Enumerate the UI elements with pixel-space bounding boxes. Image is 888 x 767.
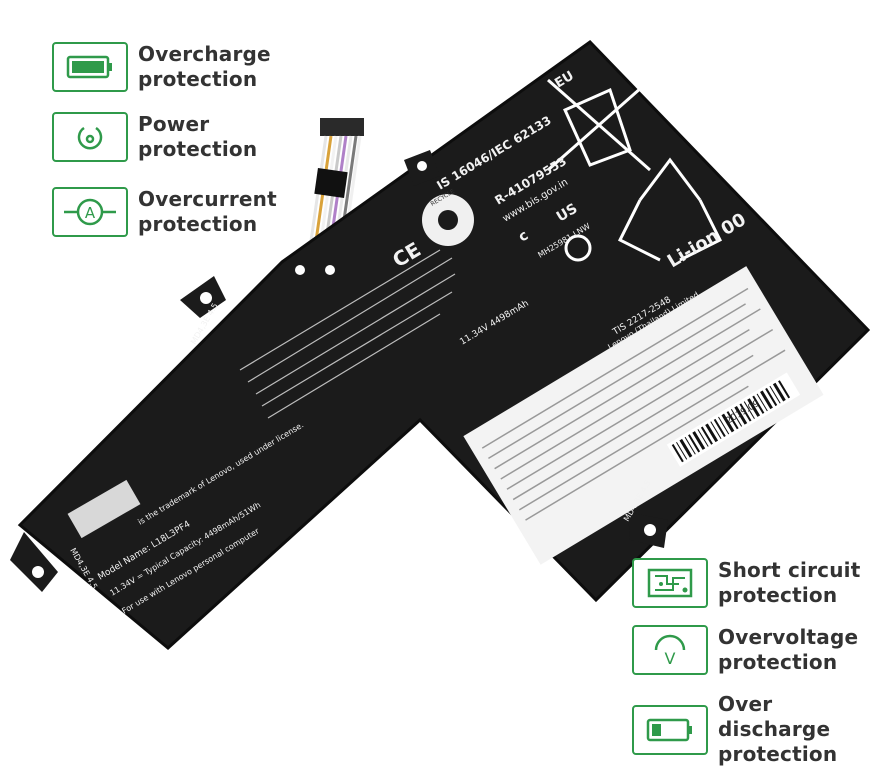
feature-overcurrent: A Overcurrent protection — [52, 187, 277, 237]
seal-inner — [438, 210, 458, 230]
feature-overcharge: Overcharge protection — [52, 42, 271, 92]
overvoltage-icon-box: V — [632, 625, 708, 675]
feature-short-circuit: Short circuit protection — [632, 558, 860, 608]
overcharge-icon-box — [52, 42, 128, 92]
terminal-minus-icon — [295, 265, 305, 275]
feature-overvoltage: V Overvoltage protection — [632, 625, 858, 675]
overcurrent-icon-box: A — [52, 187, 128, 237]
power-label: Power protection — [138, 112, 258, 161]
weee-bin-icon — [547, 78, 651, 172]
circuit-board-icon — [647, 568, 693, 598]
recycle-icon — [617, 157, 723, 262]
short-circuit-icon-box — [632, 558, 708, 608]
overvoltage-label: Overvoltage protection — [718, 625, 859, 674]
pse-icon — [564, 234, 592, 262]
mounting-tabs — [10, 150, 668, 592]
blurred-logo — [67, 479, 141, 539]
battery-full-icon — [66, 55, 112, 79]
overcurrent-label: Overcurrent protection — [138, 187, 277, 236]
battery-low-icon — [646, 718, 692, 741]
power-icon-box — [52, 112, 128, 162]
barcode — [666, 372, 801, 467]
power-icon — [77, 126, 103, 150]
voltmeter-icon: V — [654, 634, 686, 668]
over-discharge-icon-box — [632, 704, 708, 755]
overcharge-label: Overcharge protection — [138, 42, 271, 91]
over-discharge-label: Over discharge protection — [718, 692, 838, 766]
svg-text:V: V — [665, 649, 676, 668]
feature-power: Power protection — [52, 112, 257, 162]
feature-over-discharge: Over discharge protection — [632, 692, 888, 767]
ammeter-icon: A — [64, 198, 116, 226]
svg-text:A: A — [85, 204, 96, 222]
short-circuit-label: Short circuit protection — [718, 558, 861, 607]
terminal-plus-icon — [325, 265, 335, 275]
spec-label — [463, 266, 824, 565]
left-panel-fineprint — [239, 249, 456, 419]
